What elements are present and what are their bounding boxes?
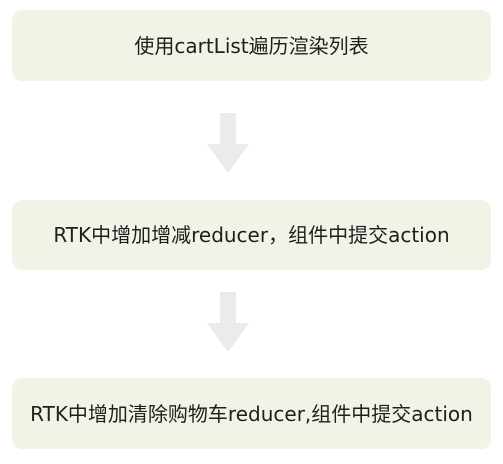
- step-3-text: RTK中增加清除购物车reducer,组件中提交action: [30, 401, 473, 426]
- step-2-text: RTK中增加增减reducer，组件中提交action: [53, 223, 450, 247]
- step-3-box: RTK中增加清除购物车reducer,组件中提交action: [12, 378, 491, 449]
- down-arrow-icon: [207, 292, 249, 352]
- step-1-text: 使用cartList遍历渲染列表: [134, 33, 369, 58]
- down-arrow-icon: [207, 113, 249, 173]
- step-2-box: RTK中增加增减reducer，组件中提交action: [12, 200, 491, 270]
- step-1-box: 使用cartList遍历渲染列表: [12, 10, 491, 81]
